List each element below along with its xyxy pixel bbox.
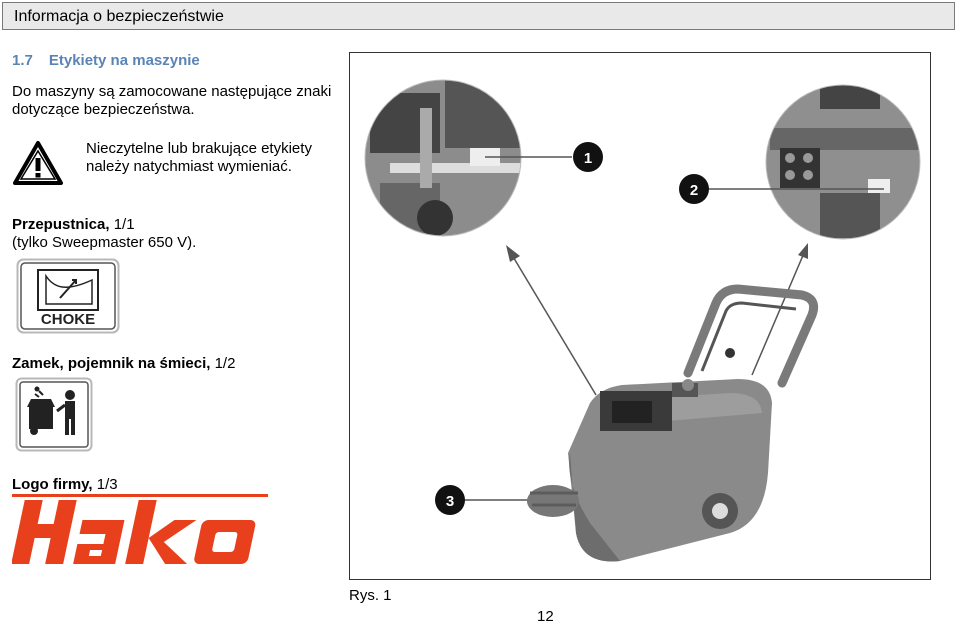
machine-illustration: 1 2 3 bbox=[364, 79, 921, 562]
page-header: Informacja o bezpieczeństwie bbox=[2, 2, 955, 30]
detail-inset-2 bbox=[766, 85, 920, 239]
label-trash-title: Zamek, pojemnik na śmieci, 1/2 bbox=[12, 355, 235, 373]
marker-2-text: 2 bbox=[690, 182, 698, 199]
warning-triangle-icon bbox=[13, 141, 63, 185]
intro-paragraph: Do maszyny są zamocowane następujące zna… bbox=[12, 83, 332, 118]
section-number: 1.7 bbox=[12, 52, 33, 69]
marker-2: 2 bbox=[679, 174, 709, 204]
page-number: 12 bbox=[537, 608, 554, 625]
trash-bin-icon bbox=[15, 377, 93, 452]
choke-icon: CHOKE bbox=[16, 258, 120, 334]
section-title: Etykiety na maszynie bbox=[48, 52, 200, 69]
label-trash-name: Zamek, pojemnik na śmieci, bbox=[12, 355, 211, 372]
label-logo-title: Logo firmy, 1/3 bbox=[12, 476, 118, 494]
marker-1: 1 bbox=[573, 142, 603, 172]
label-choke-note: (tylko Sweepmaster 650 V). bbox=[12, 234, 197, 251]
label-trash-detail: 1/2 bbox=[210, 355, 236, 372]
hako-logo bbox=[12, 494, 268, 564]
detail-inset-1 bbox=[365, 80, 521, 236]
choke-sign-text: CHOKE bbox=[41, 311, 95, 328]
header-title: Informacja o bezpieczeństwie bbox=[14, 8, 224, 25]
machine-figure: 1 2 3 bbox=[349, 52, 931, 580]
label-choke-title: Przepustnica, 1/1 bbox=[12, 216, 135, 234]
marker-3-text: 3 bbox=[446, 493, 454, 510]
figure-caption: Rys. 1 bbox=[349, 587, 392, 604]
label-choke-name: Przepustnica, bbox=[12, 216, 110, 233]
warning-text: Nieczytelne lub brakujące etykiety należ… bbox=[86, 140, 312, 175]
sweeper-machine bbox=[527, 284, 819, 562]
marker-1-text: 1 bbox=[584, 150, 592, 167]
label-logo-name: Logo firmy, bbox=[12, 476, 93, 493]
section-heading: 1.7 Etykiety na maszynie bbox=[12, 52, 200, 69]
label-logo-detail: 1/3 bbox=[92, 476, 118, 493]
marker-3: 3 bbox=[435, 485, 465, 515]
label-choke-detail: 1/1 bbox=[109, 216, 135, 233]
